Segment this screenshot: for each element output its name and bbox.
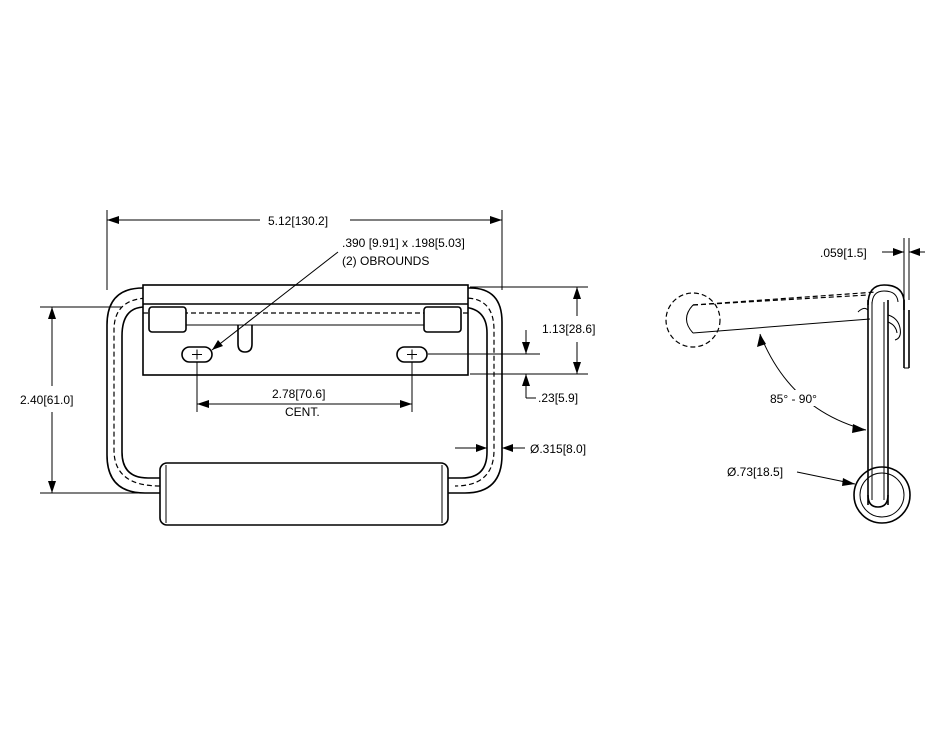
folded-grip-outline: [665, 292, 721, 348]
angle-label: 85° - 90°: [770, 392, 817, 406]
grip-sleeve: [159, 462, 449, 526]
side-view: [665, 284, 911, 524]
obround-note-label: (2) OBROUNDS: [342, 254, 429, 268]
thickness-label: .059[1.5]: [820, 246, 867, 260]
left-clip: [148, 306, 187, 333]
mounting-plate: [142, 284, 469, 376]
overall-width-label: 5.12[130.2]: [268, 214, 328, 228]
front-view: [106, 284, 503, 526]
slot-offset-label: .23[5.9]: [538, 391, 578, 405]
top-hook: [867, 284, 905, 310]
plate-height-label: 1.13[28.6]: [542, 322, 595, 336]
side-view-dimensions: .059[1.5] 85° - 90° Ø.73[18.5]: [727, 238, 925, 486]
wire-centerline: [113, 297, 495, 487]
angle-arc: [759, 333, 867, 431]
front-view-dimensions: 5.12[130.2] 2.40[61.0] 1.13[28.6] .23[5.…: [20, 210, 595, 494]
overall-height-label: 2.40[61.0]: [20, 393, 73, 407]
obround-size-label: .390 [9.91] x .198[5.03]: [342, 236, 465, 250]
center-slot: [237, 325, 253, 353]
right-clip: [423, 306, 462, 333]
wire-diameter-label: Ø.315[8.0]: [530, 442, 586, 456]
grip-diameter-label: Ø.73[18.5]: [727, 465, 783, 479]
bottom-grip-outer: [853, 466, 911, 524]
hole-spacing-label: 2.78[70.6]: [272, 387, 325, 401]
hole-spacing-note: CENT.: [285, 405, 320, 419]
